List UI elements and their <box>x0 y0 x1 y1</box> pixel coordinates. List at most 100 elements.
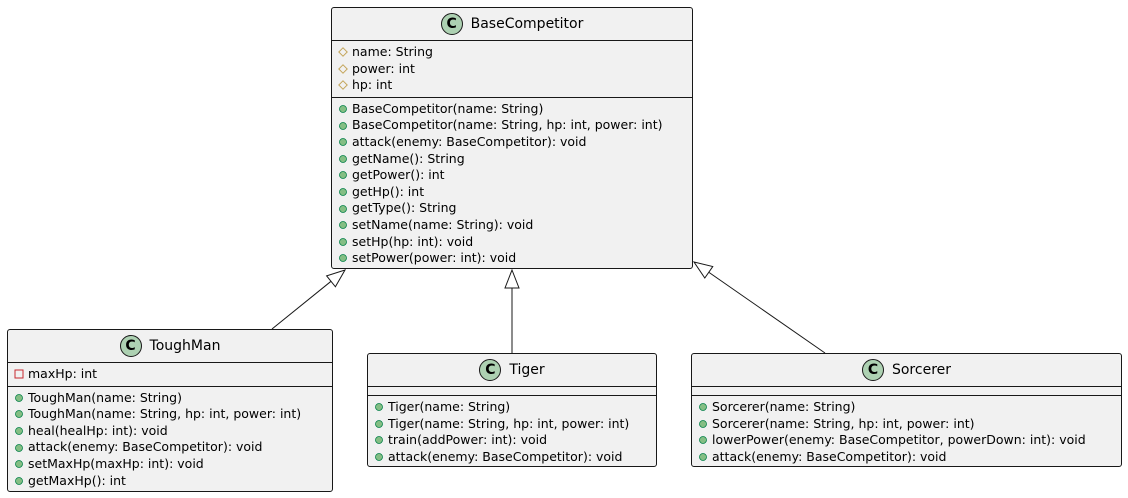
public-visibility-icon <box>14 456 24 472</box>
method-row: attack(enemy: BaseCompetitor): void <box>368 449 656 466</box>
method-row: getName(): String <box>332 151 692 168</box>
method-row: lowerPower(enemy: BaseCompetitor, powerD… <box>692 432 1121 449</box>
method-row: setName(name: String): void <box>332 217 692 234</box>
method-text: attack(enemy: BaseCompetitor): void <box>28 439 263 455</box>
field-row: maxHp: int <box>8 366 332 383</box>
public-visibility-icon <box>14 423 24 439</box>
method-row: getPower(): int <box>332 167 692 184</box>
method-text: heal(healHp: int): void <box>28 422 168 438</box>
methods-section: BaseCompetitor(name: String)BaseCompetit… <box>332 96 692 270</box>
method-text: Tiger(name: String) <box>388 399 511 414</box>
inheritance-arrowhead-sorcerer <box>692 261 714 279</box>
public-visibility-icon <box>338 217 348 233</box>
fields-section <box>368 387 656 395</box>
protected-visibility-icon <box>338 44 348 60</box>
field-row: power: int <box>332 61 692 78</box>
method-text: setHp(hp: int): void <box>352 233 474 249</box>
method-text: getHp(): int <box>352 183 425 199</box>
public-visibility-icon <box>374 449 384 465</box>
fields-section: maxHp: int <box>8 363 332 386</box>
method-row: getType(): String <box>332 200 692 217</box>
inheritance-arrowhead-tiger <box>504 268 520 289</box>
protected-visibility-icon <box>338 77 348 93</box>
public-visibility-icon <box>698 432 708 448</box>
fields-section <box>692 387 1121 395</box>
method-text: getType(): String <box>352 200 457 216</box>
method-row: Sorcerer(name: String) <box>692 399 1121 416</box>
method-row: attack(enemy: BaseCompetitor): void <box>692 449 1121 466</box>
method-row: Tiger(name: String, hp: int, power: int) <box>368 416 656 433</box>
class-icon: C <box>440 13 463 35</box>
protected-visibility-icon <box>338 61 348 77</box>
class-icon: C <box>861 359 884 381</box>
methods-section: Sorcerer(name: String) Sorcerer(name: Str… <box>692 395 1121 468</box>
method-row: attack(enemy: BaseCompetitor): void <box>332 134 692 151</box>
class-icon: C <box>479 359 502 381</box>
public-visibility-icon <box>374 432 384 448</box>
field-text: hp: int <box>352 77 393 93</box>
public-visibility-icon <box>338 201 348 217</box>
public-visibility-icon <box>698 399 708 415</box>
method-row: Tiger(name: String) <box>368 399 656 416</box>
method-text: attack(enemy: BaseCompetitor): void <box>712 448 947 464</box>
public-visibility-icon <box>338 151 348 167</box>
method-text: ToughMan(name: String) <box>28 389 182 405</box>
method-text: getPower(): int <box>352 167 445 183</box>
field-text: name: String <box>352 44 433 59</box>
method-row: train(addPower: int): void <box>368 432 656 449</box>
method-row: setHp(hp: int): void <box>332 234 692 251</box>
method-row: ToughMan(name: String, hp: int, power: i… <box>8 406 332 423</box>
method-text: setMaxHp(maxHp: int): void <box>28 455 204 471</box>
class-name: BaseCompetitor <box>470 16 584 32</box>
public-visibility-icon <box>338 234 348 250</box>
methods-section: ToughMan(name: String)ToughMan(name: Str… <box>8 385 332 493</box>
inheritance-line-sorcerer <box>708 271 826 354</box>
method-text: Tiger(name: String, hp: int, power: int) <box>388 415 630 431</box>
public-visibility-icon <box>14 440 24 456</box>
public-visibility-icon <box>374 416 384 432</box>
method-text: train(addPower: int): void <box>388 432 548 448</box>
class-icon: C <box>119 335 142 357</box>
method-row: setMaxHp(maxHp: int): void <box>8 456 332 473</box>
public-visibility-icon <box>698 416 708 432</box>
method-text: getName(): String <box>352 150 465 166</box>
class-header: C Sorcerer <box>692 354 1121 387</box>
class-name: ToughMan <box>149 338 221 354</box>
method-text: getMaxHp(): int <box>28 472 126 488</box>
inheritance-arrowhead-toughman <box>325 269 347 288</box>
method-row: Sorcerer(name: String, hp: int, power: i… <box>692 416 1121 433</box>
public-visibility-icon <box>338 101 348 117</box>
method-row: getHp(): int <box>332 184 692 201</box>
public-visibility-icon <box>698 449 708 465</box>
field-text: maxHp: int <box>28 366 98 381</box>
method-row: ToughMan(name: String) <box>8 390 332 407</box>
class-name: Tiger <box>509 362 545 378</box>
method-text: Sorcerer(name: String) <box>712 399 856 414</box>
public-visibility-icon <box>338 134 348 150</box>
public-visibility-icon <box>374 399 384 415</box>
public-visibility-icon <box>14 390 24 406</box>
method-row: heal(healHp: int): void <box>8 423 332 440</box>
field-row: name: String <box>332 44 692 61</box>
field-text: power: int <box>352 60 415 76</box>
method-row: getMaxHp(): int <box>8 473 332 490</box>
field-row: hp: int <box>332 77 692 94</box>
methods-section: Tiger(name: String)Tiger(name: String, h… <box>368 395 656 468</box>
method-text: setName(name: String): void <box>352 216 534 232</box>
method-row: BaseCompetitor(name: String) <box>332 101 692 118</box>
class-header: C ToughMan <box>8 330 332 363</box>
public-visibility-icon <box>338 250 348 266</box>
public-visibility-icon <box>338 167 348 183</box>
method-text: setPower(power: int): void <box>352 250 517 266</box>
inheritance-line-toughman <box>271 280 332 330</box>
class-header: C Tiger <box>368 354 656 387</box>
class-name: Sorcerer <box>891 362 952 378</box>
method-text: BaseCompetitor(name: String, hp: int, po… <box>352 117 663 133</box>
method-row: setPower(power: int): void <box>332 250 692 267</box>
class-header: C BaseCompetitor <box>332 8 692 41</box>
